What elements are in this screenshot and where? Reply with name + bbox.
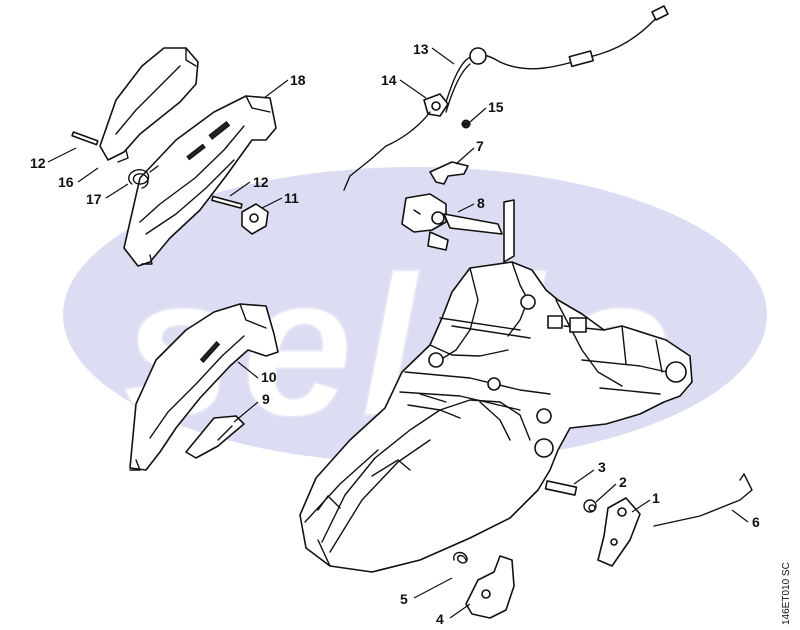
- callout-14: 14: [381, 72, 397, 88]
- leader-18: [263, 79, 289, 99]
- leader-16: [77, 167, 99, 183]
- callout-17: 17: [86, 191, 102, 207]
- linkage-rod: [343, 111, 431, 191]
- callout-5: 5: [400, 591, 408, 607]
- part-16-grip-cover: [99, 47, 199, 163]
- leader-6: [731, 509, 749, 523]
- leader-17: [105, 183, 129, 199]
- part-5-spring: [453, 551, 468, 564]
- part-2-spring: [583, 499, 597, 513]
- part-12-pin-upper: [71, 131, 99, 146]
- callout-4: 4: [436, 611, 444, 627]
- leader-lines: [47, 47, 749, 619]
- callout-13: 13: [413, 41, 429, 57]
- leader-8: [457, 203, 475, 213]
- part-17-spring: [128, 165, 159, 189]
- part-15-screw: [461, 119, 471, 129]
- leader-14: [399, 79, 427, 99]
- callout-11: 11: [284, 190, 299, 206]
- leader-2: [595, 483, 617, 503]
- callout-18: 18: [290, 72, 306, 88]
- callout-1: 1: [652, 490, 660, 506]
- callout-6: 6: [752, 514, 760, 530]
- callout-12-upper: 12: [30, 155, 46, 171]
- leader-9: [233, 401, 259, 423]
- leader-4: [449, 603, 471, 619]
- callout-7: 7: [476, 138, 484, 154]
- part-1-lever: [597, 497, 641, 567]
- part-3-pin: [544, 480, 578, 496]
- leader-10: [237, 361, 259, 379]
- leader-11: [261, 197, 283, 209]
- leader-7: [455, 147, 475, 165]
- part-18-handle-molding: [123, 95, 277, 267]
- part-6-wire: [653, 473, 753, 527]
- callout-2: 2: [619, 474, 627, 490]
- drawing-code: 146ET010 SC: [781, 562, 792, 625]
- handle-housing: [299, 261, 693, 573]
- leader-12b: [229, 181, 251, 197]
- part-11-lever: [241, 203, 269, 235]
- callout-15: 15: [488, 99, 504, 115]
- part-10-trigger-handle: [129, 303, 279, 471]
- part-14-cable-clip: [423, 93, 449, 117]
- part-7-bracket: [429, 161, 469, 185]
- callout-16: 16: [58, 174, 74, 190]
- leader-5: [413, 577, 453, 599]
- part-4-trigger-lockout: [465, 555, 515, 619]
- callout-3: 3: [598, 459, 606, 475]
- leader-1: [631, 499, 651, 513]
- part-13-throttle-cable: [443, 5, 669, 113]
- leader-13: [431, 47, 455, 65]
- leader-15: [469, 107, 487, 123]
- part-8-shaft-assembly: [401, 193, 515, 263]
- part-9-throttle-trigger: [185, 415, 245, 459]
- leader-12a: [47, 147, 77, 163]
- callout-12-middle: 12: [253, 174, 269, 190]
- leader-3: [573, 469, 595, 485]
- part-12-pin-middle: [211, 195, 243, 209]
- callout-10: 10: [261, 369, 277, 385]
- callout-9: 9: [262, 391, 270, 407]
- callout-8: 8: [477, 195, 485, 211]
